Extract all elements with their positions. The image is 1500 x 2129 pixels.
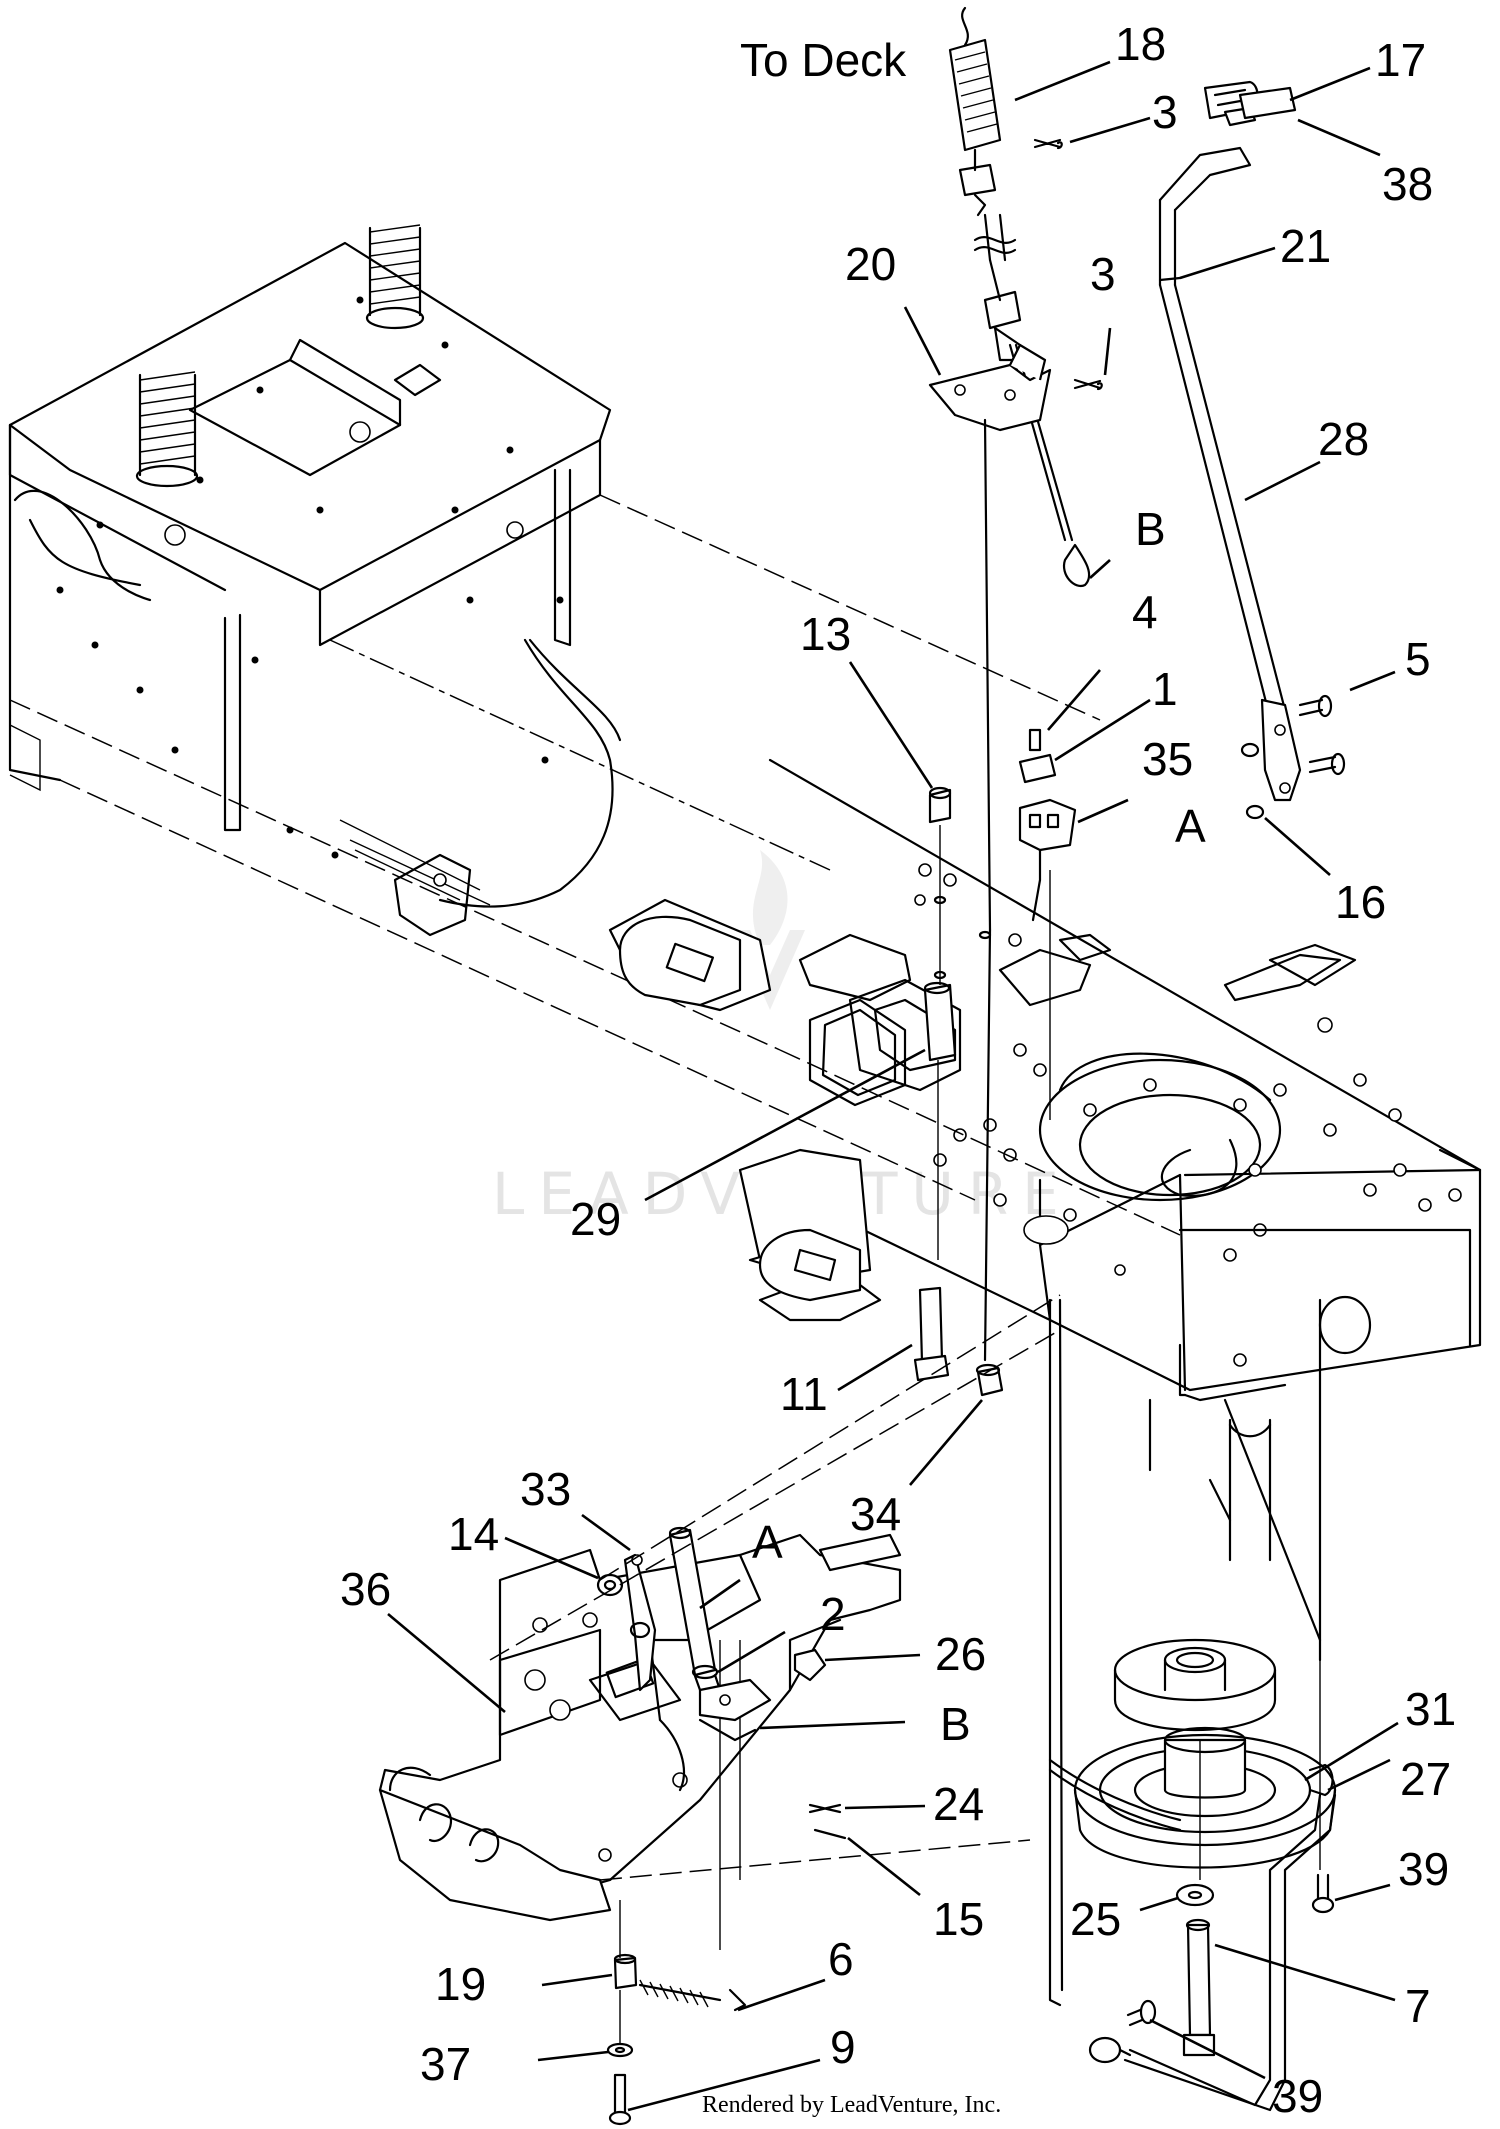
lift-lever (1158, 80, 1346, 820)
callout-31: 31 (1405, 1683, 1456, 1735)
cable-bracket (928, 343, 1052, 1362)
callout-25: 25 (1070, 1893, 1121, 1945)
seat-spring-left (135, 371, 199, 488)
callout-17: 17 (1375, 34, 1426, 86)
pedal-bracket (378, 1294, 1061, 2126)
callout-39-lower: 39 (1272, 2070, 1323, 2122)
callout-27: 27 (1400, 1753, 1451, 1805)
callout-34: 34 (850, 1488, 901, 1540)
callout-11: 11 (780, 1368, 828, 1420)
callout-15: 15 (933, 1893, 984, 1945)
callout-18: 18 (1115, 18, 1166, 70)
callout-b-lower: B (940, 1698, 971, 1750)
callout-7: 7 (1405, 1980, 1431, 2032)
callout-3-upper: 3 (1152, 86, 1178, 138)
callout-13: 13 (800, 608, 851, 660)
callout-35: 35 (1142, 733, 1193, 785)
pulley-opening (1038, 1052, 1282, 1202)
callout-36: 36 (340, 1563, 391, 1615)
callout-38: 38 (1382, 158, 1433, 210)
callout-b-upper: B (1135, 503, 1166, 555)
callout-5: 5 (1405, 633, 1431, 685)
callout-29: 29 (570, 1193, 621, 1245)
callout-4: 4 (1132, 586, 1158, 638)
to-deck-note: To Deck (740, 34, 907, 86)
callout-20: 20 (845, 238, 896, 290)
callout-a-upper: A (1175, 800, 1206, 852)
leader-lines (387, 60, 1399, 2112)
callout-3-lower: 3 (1090, 248, 1116, 300)
callout-24: 24 (933, 1778, 984, 1830)
callout-19: 19 (435, 1958, 486, 2010)
callout-28: 28 (1318, 413, 1369, 465)
callout-1: 1 (1152, 663, 1178, 715)
callout-16: 16 (1335, 876, 1386, 928)
callout-6: 6 (828, 1933, 854, 1985)
callout-33: 33 (520, 1463, 571, 1515)
pulley-assembly (1048, 1298, 1337, 2112)
callout-39-upper: 39 (1398, 1843, 1449, 1895)
callout-21: 21 (1280, 220, 1331, 272)
callout-9: 9 (830, 2021, 856, 2073)
callout-26: 26 (935, 1628, 986, 1680)
switch-assembly (1018, 728, 1077, 1120)
footer-credit: Rendered by LeadVenture, Inc. (702, 2092, 1001, 2118)
callout-14: 14 (448, 1508, 499, 1560)
callout-37: 37 (420, 2038, 471, 2090)
frame (8, 224, 1101, 1201)
frame-plate (608, 758, 1482, 1402)
callout-a-lower: A (752, 1516, 783, 1568)
seat-spring-right (365, 224, 425, 330)
callout-2: 2 (820, 1588, 846, 1640)
